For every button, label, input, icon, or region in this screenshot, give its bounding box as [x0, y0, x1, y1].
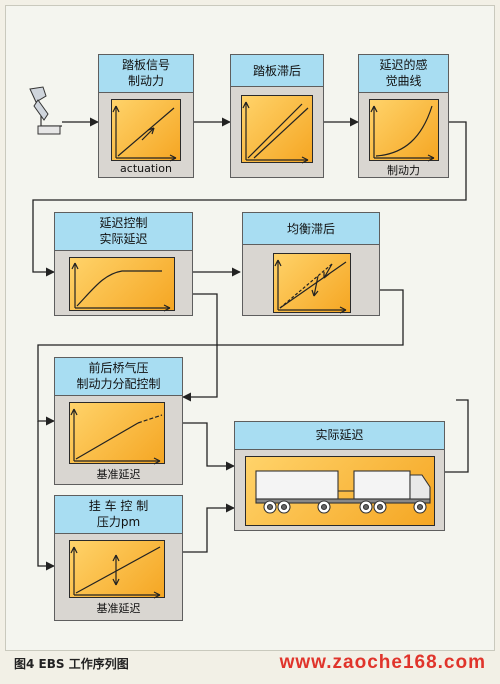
pedal-signal-box: 踏板信号 制动力 actuation: [98, 54, 194, 178]
delay-control-title: 延迟控制 实际延迟: [55, 213, 192, 251]
actual-delay-box: 实际延迟: [234, 421, 445, 531]
trailer-control-box: 挂 车 控 制 压力pm 基准延迟: [54, 495, 183, 621]
trailer-control-graph: [69, 540, 165, 599]
balance-lag-plot: [274, 259, 347, 314]
pedal-signal-caption: actuation: [120, 162, 172, 175]
actual-delay-title: 实际延迟: [235, 422, 444, 450]
axle-distribution-box: 前后桥气压 制动力分配控制 基准延迟: [54, 357, 183, 485]
pedal-lag-box: 踏板滞后: [230, 54, 324, 178]
pedal-signal-plot: [112, 105, 177, 162]
pedal-lag-graph: [241, 95, 313, 164]
delay-control-graph: [69, 257, 175, 312]
trailer-control-plot: [70, 546, 161, 599]
balance-lag-title: 均衡滞后: [243, 213, 379, 245]
pedal-signal-graph: [111, 99, 181, 162]
balance-lag-box: 均衡滞后: [242, 212, 380, 316]
arrow-trailer-to-actual: [183, 503, 235, 553]
pedal-lag-title: 踏板滞后: [231, 55, 323, 87]
trailer-control-title: 挂 车 控 制 压力pm: [55, 496, 182, 534]
brake-pedal-icon: [29, 86, 62, 135]
arrow-balance-to-axle: [37, 289, 404, 426]
arrow-actual-to-return: [445, 399, 469, 473]
delay-control-plot: [71, 262, 171, 312]
delay-control-box: 延迟控制 实际延迟: [54, 212, 193, 316]
arrow-curve-to-delay-control: [32, 121, 467, 277]
delay-curve-plot: [370, 105, 435, 162]
balance-lag-graph: [273, 253, 351, 314]
delay-curve-title: 延迟的感 觉曲线: [359, 55, 448, 93]
trailer-control-caption: 基准延迟: [96, 602, 141, 615]
axle-distribution-plot: [70, 408, 163, 465]
arrow-axle-to-actual: [183, 422, 235, 471]
axle-distribution-graph: [69, 402, 165, 465]
axle-distribution-title: 前后桥气压 制动力分配控制: [55, 358, 182, 396]
delay-curve-graph: [369, 99, 439, 162]
delay-curve-caption: 制动力: [387, 164, 420, 177]
actual-delay-graph: [245, 456, 435, 526]
figure-caption: 图4 EBS 工作序列图: [14, 657, 129, 671]
watermark: www.zaoche168.com: [279, 652, 486, 673]
axle-distribution-caption: 基准延迟: [96, 468, 141, 481]
pedal-signal-title: 踏板信号 制动力: [99, 55, 193, 93]
delay-curve-box: 延迟的感 觉曲线 制动力: [358, 54, 449, 178]
arrow-left-to-trailer: [37, 421, 55, 571]
pedal-lag-plot: [242, 101, 309, 164]
truck-trailer-icon: [255, 470, 431, 514]
